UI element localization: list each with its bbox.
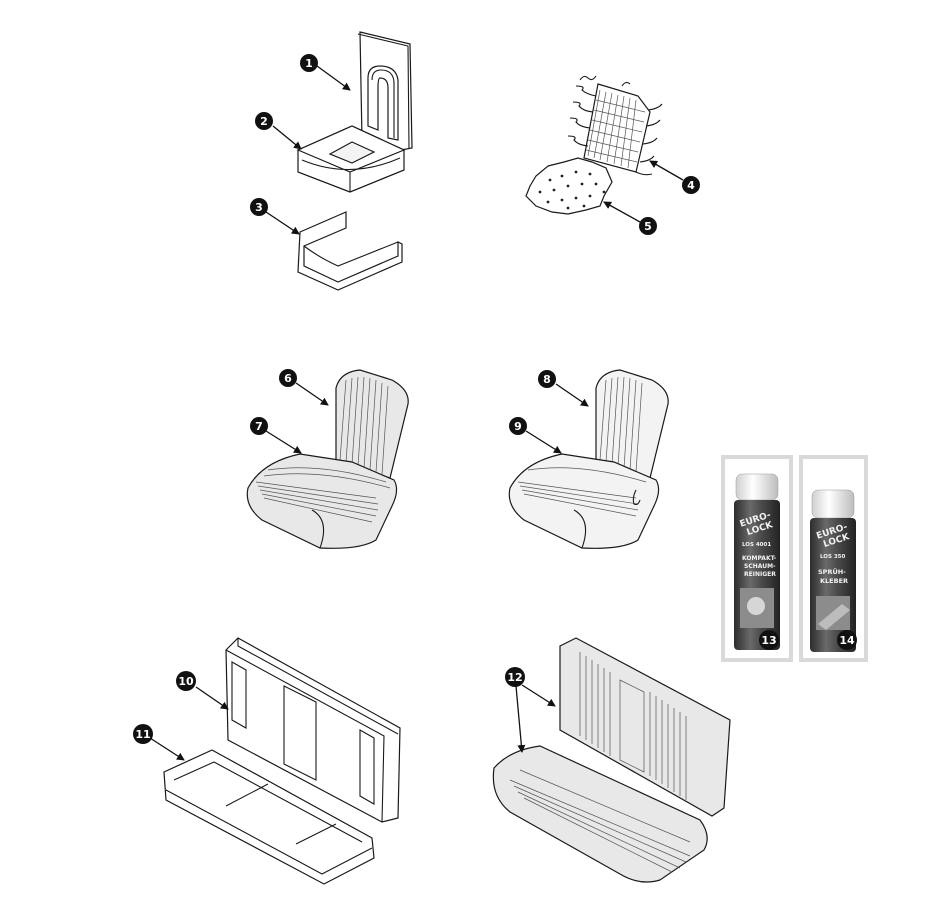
callout-10-label: 10 [178,675,194,688]
product-can-14: EURO- LOCK LOS 350 SPRÜH- KLEBER [799,455,868,662]
callout-1: 1 [300,54,318,72]
callout-4: 4 [682,176,700,194]
callout-14: 14 [837,630,857,650]
seat-side-band [297,211,403,291]
product-14-code: LOS 350 [820,554,846,560]
front-seat-vinyl [246,369,409,549]
rear-bench-vinyl [492,637,731,883]
callout-12-label: 12 [507,671,522,684]
product-13-name-1: KOMPAKT- [742,555,777,562]
callout-4-label: 4 [687,179,695,192]
callout-8-label: 8 [543,373,551,386]
callout-5: 5 [639,217,657,235]
callout-3: 3 [250,198,268,216]
callout-13: 13 [759,630,779,650]
callout-7: 7 [250,417,268,435]
callout-6: 6 [279,369,297,387]
callout-3-label: 3 [255,201,263,214]
callout-2-label: 2 [260,115,268,128]
front-seat-cloth [508,369,669,549]
callout-8: 8 [538,370,556,388]
callout-7-label: 7 [255,420,263,433]
felt-pad [525,157,613,215]
product-can-13: EURO- LOCK LOS 4001 KOMPAKT- SCHAUM- REI… [721,455,793,662]
rear-bench-seat-white [163,749,375,885]
leader-arrows [149,65,684,761]
callout-11-label: 11 [135,728,150,741]
backrest-panel [357,31,413,153]
product-13-name-2: SCHAUM- [744,563,776,570]
backrest-spring-frame [567,75,663,176]
callout-6-label: 6 [284,372,292,385]
product-14-name-2: KLEBER [820,577,848,585]
callout-1-label: 1 [305,57,313,70]
callout-5-label: 5 [644,220,652,233]
callout-2: 2 [255,112,273,130]
rear-bench-backrest-white [225,637,401,823]
product-13-name-3: REINIGER [744,571,776,578]
callout-11: 11 [133,724,153,744]
product-14-name-1: SPRÜH- [818,567,846,576]
seat-cushion [296,125,406,193]
callout-9-label: 9 [514,420,522,433]
callout-14-label: 14 [839,634,855,647]
callout-10: 10 [176,671,196,691]
callout-9: 9 [509,417,527,435]
product-13-code: LOS 4001 [742,542,771,548]
callout-13-label: 13 [761,634,776,647]
callout-12: 12 [505,667,525,687]
